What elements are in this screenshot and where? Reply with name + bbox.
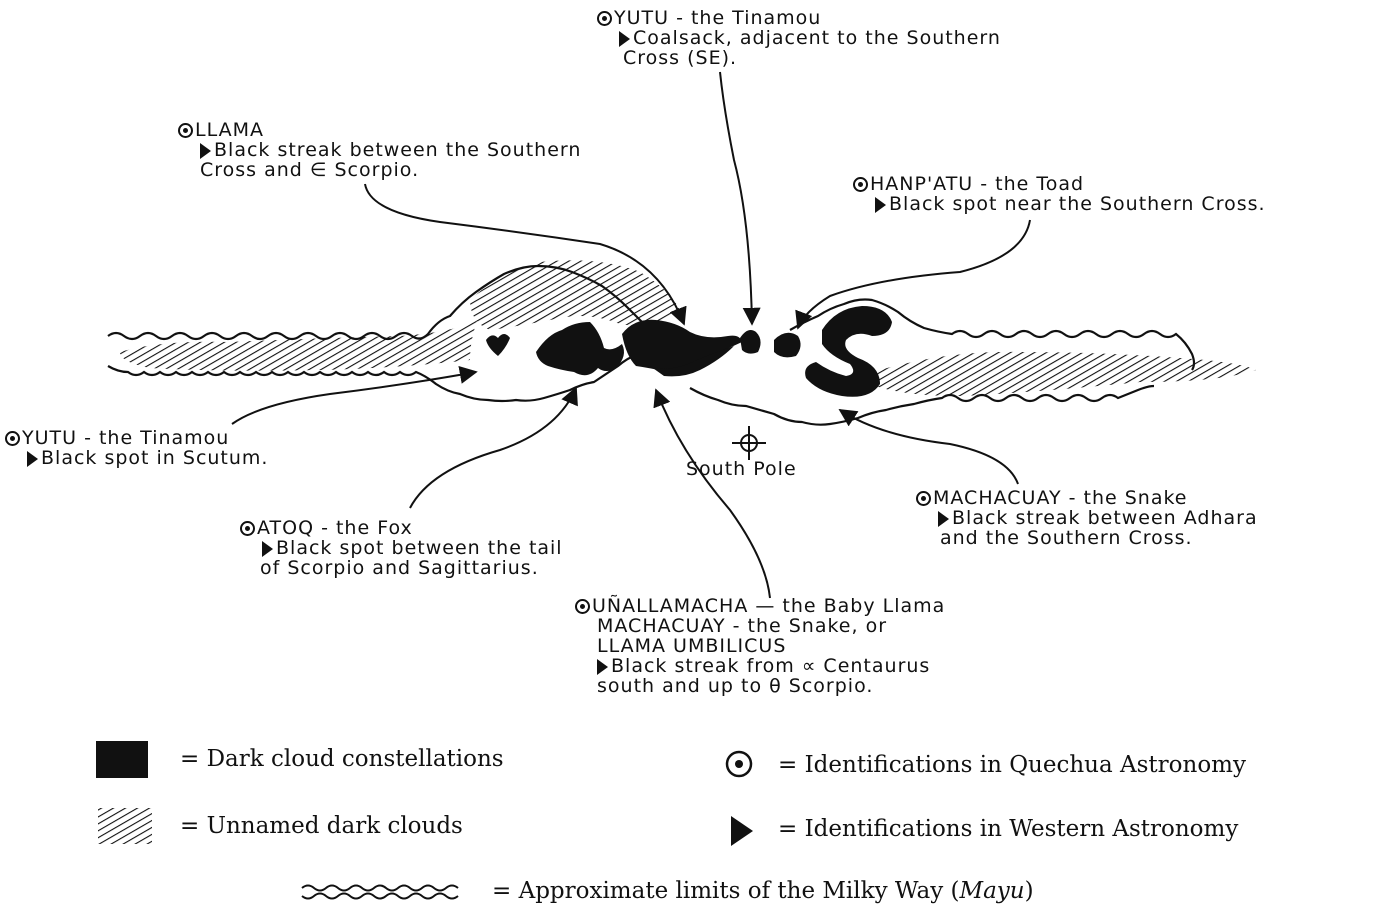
unnamed-dark-cloud-right: [870, 351, 1256, 396]
hanpatu-arrow: [795, 219, 1031, 330]
western-identification-icon: [597, 659, 608, 675]
llama-dark-cloud: [622, 319, 742, 373]
machacuay-arrow: [838, 409, 1019, 485]
yutu-scutum-arrow: [231, 366, 478, 425]
yutu-coalsack-arrow: [719, 71, 761, 326]
western-identification-icon: [200, 143, 211, 159]
quechua-identification-icon: [597, 11, 612, 26]
yutu-scutum-label: YUTU - the Tinamou Black spot in Scutum.: [5, 428, 268, 468]
legend-dark-cloud-text: = Dark cloud constellations: [180, 746, 504, 772]
unallamacha-dark-cloud: [650, 346, 734, 377]
western-identification-icon: [731, 816, 753, 846]
unnamed-dark-cloud-upper: [470, 260, 680, 330]
unallamacha-arrow: [653, 388, 771, 599]
quechua-identification-icon: [853, 177, 868, 192]
yutu-coalsack-label: YUTU - the Tinamou Coalsack, adjacent to…: [597, 8, 1001, 68]
legend-quechua-text: = Identifications in Quechua Astronomy: [778, 752, 1246, 778]
unnamed-dark-cloud-left: [120, 318, 478, 371]
western-identification-icon: [619, 31, 630, 47]
atoq-fox-dark-cloud: [536, 322, 624, 376]
quechua-identification-icon: [240, 521, 255, 536]
milky-way-lower-limit-right: [689, 384, 1155, 426]
western-identification-icon: [27, 451, 38, 467]
quechua-identification-icon: [725, 750, 753, 778]
hanpatu-label: HANP'ATU - the Toad Black spot near the …: [853, 174, 1266, 214]
legend-unnamed-text: = Unnamed dark clouds: [180, 813, 463, 839]
unallamacha-label: UÑALLAMACHA — the Baby Llama MACHACUAY -…: [575, 596, 945, 696]
legend-milky-way-text: = Approximate limits of the Milky Way (M…: [492, 878, 1034, 904]
legend-western-text: = Identifications in Western Astronomy: [778, 816, 1239, 842]
quechua-identification-icon: [575, 599, 590, 614]
machacuay-snake-dark-cloud: [805, 306, 892, 397]
yutu-coalsack-dark-cloud: [740, 330, 761, 354]
machacuay-label: MACHACUAY - the Snake Black streak betwe…: [916, 488, 1258, 548]
milky-way-lower-limit: [107, 352, 641, 403]
quechua-identification-icon: [5, 431, 20, 446]
south-pole-crosshair-icon: [732, 426, 766, 460]
quechua-identification-icon: [178, 123, 193, 138]
quechua-identification-icon: [916, 491, 931, 506]
western-identification-icon: [262, 541, 273, 557]
western-identification-icon: [938, 511, 949, 527]
yutu-scutum-dark-cloud: [486, 334, 510, 356]
atoq-arrow: [409, 386, 578, 509]
milky-way-wave-icon: [301, 884, 459, 900]
milky-way-upper-limit-right: [789, 298, 1196, 371]
llama-arrow: [364, 183, 687, 326]
llama-label: LLAMA Black streak between the Southern …: [178, 120, 581, 180]
hatch-swatch: [98, 808, 152, 844]
atoq-label: ATOQ - the Fox Black spot between the ta…: [240, 518, 563, 578]
dark-cloud-swatch: [96, 741, 148, 778]
western-identification-icon: [875, 197, 886, 213]
south-pole-label: South Pole: [686, 458, 797, 480]
hanpatu-toad-dark-cloud: [774, 332, 801, 358]
